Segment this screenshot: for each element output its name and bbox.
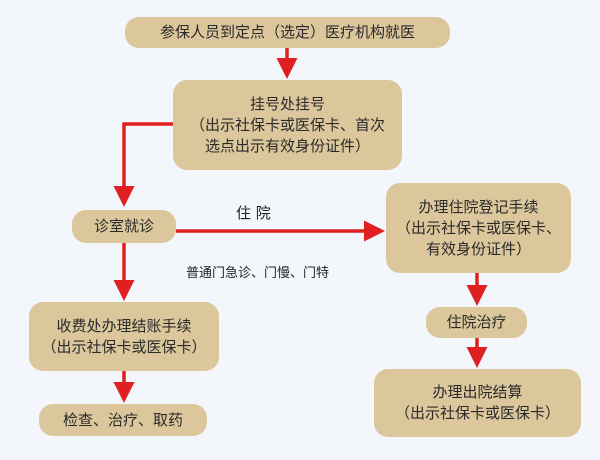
node-text: 参保人员到定点（选定）医疗机构就医 <box>159 23 415 41</box>
node-start: 参保人员到定点（选定）医疗机构就医 <box>125 17 450 48</box>
node-text: （出示社保卡或医保卡、首次 <box>189 115 385 134</box>
node-text: （出示社保卡或医保卡） <box>41 337 207 356</box>
node-register: 挂号处挂号 （出示社保卡或医保卡、首次 选点出示有效身份证件） <box>173 80 402 170</box>
node-text: 办理出院结算 <box>432 383 523 401</box>
node-text: （出示社保卡或医保卡、 <box>395 218 561 237</box>
node-inpatient: 住院治疗 <box>426 307 527 338</box>
node-text: 检查、治疗、取药 <box>62 410 183 429</box>
node-text: 有效身份证件） <box>425 239 531 258</box>
node-treatment: 检查、治疗、取药 <box>39 404 207 436</box>
node-text: 选点出示有效身份证件） <box>204 136 370 155</box>
node-text: 收费处办理结账手续 <box>56 316 192 335</box>
node-text: 住院治疗 <box>446 313 507 331</box>
node-text: 挂号处挂号 <box>249 94 325 113</box>
node-admission: 办理住院登记手续 （出示社保卡或医保卡、 有效身份证件） <box>386 183 571 273</box>
node-payment: 收费处办理结账手续 （出示社保卡或医保卡） <box>29 302 219 371</box>
node-text: 办理住院登记手续 <box>418 197 539 216</box>
node-text: 诊室就诊 <box>93 217 154 235</box>
node-text: （出示社保卡或医保卡） <box>394 404 560 422</box>
edge-label-outpatient: 普通门急诊、门慢、门特 <box>186 266 330 281</box>
node-consult: 诊室就诊 <box>72 210 176 243</box>
arrow-register-consult <box>113 122 173 207</box>
edge-label-hospitalize: 住 院 <box>236 204 271 222</box>
node-discharge: 办理出院结算 （出示社保卡或医保卡） <box>374 369 581 437</box>
